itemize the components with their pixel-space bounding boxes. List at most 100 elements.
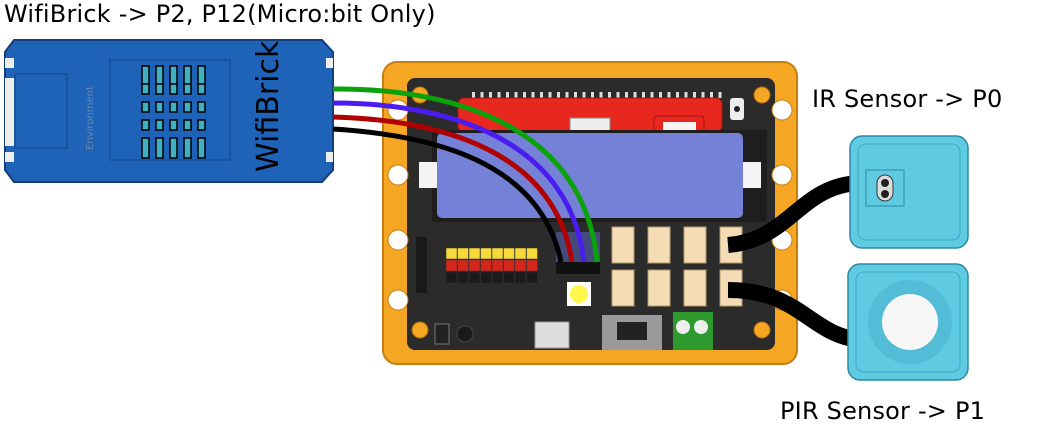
frame-hole bbox=[387, 229, 409, 251]
edge-pin bbox=[565, 92, 569, 98]
grille-slot bbox=[155, 119, 164, 131]
edge-pin bbox=[608, 92, 611, 98]
edge-pin bbox=[514, 92, 518, 98]
pir-sensor bbox=[847, 263, 969, 381]
wire-green bbox=[332, 86, 600, 263]
wire-blue bbox=[332, 100, 587, 263]
wifibrick-module: Environment WifiBrick bbox=[4, 39, 334, 183]
jst-connector[interactable] bbox=[647, 269, 671, 307]
io-pin bbox=[457, 271, 469, 284]
jst-connector[interactable] bbox=[611, 226, 635, 264]
grille-slot bbox=[197, 119, 206, 131]
edge-pin bbox=[582, 92, 586, 98]
grille-slot bbox=[169, 83, 178, 95]
edge-pin bbox=[531, 92, 535, 98]
edge-pin bbox=[557, 92, 560, 98]
grille-slot bbox=[141, 83, 150, 95]
jst-connector[interactable] bbox=[647, 226, 671, 264]
grille-slot bbox=[155, 65, 164, 87]
mount-hole bbox=[753, 86, 771, 104]
grille-slot bbox=[169, 119, 178, 131]
grille-slot bbox=[169, 65, 178, 87]
io-pin bbox=[468, 259, 481, 272]
edge-pin bbox=[523, 92, 526, 98]
io-pin bbox=[514, 259, 527, 272]
grille-slot bbox=[197, 137, 206, 159]
controller-board bbox=[382, 61, 798, 365]
edge-pin bbox=[591, 92, 594, 98]
edge-pin bbox=[701, 92, 705, 98]
io-pin bbox=[480, 271, 492, 284]
frame-hole bbox=[387, 164, 409, 186]
grille-slot bbox=[197, 83, 206, 95]
wire-red bbox=[332, 114, 575, 263]
jst-connector[interactable] bbox=[683, 226, 707, 264]
edge-pin bbox=[659, 92, 662, 98]
grille-slot bbox=[183, 65, 192, 87]
wifibrick-name: WifiBrick bbox=[251, 40, 286, 172]
frame-hole bbox=[387, 289, 409, 311]
grille-slot bbox=[183, 83, 192, 95]
mount-hole bbox=[411, 321, 429, 339]
grille-slot bbox=[169, 101, 178, 113]
io-pin bbox=[526, 259, 538, 272]
sensor-cables bbox=[727, 175, 862, 348]
edge-pin bbox=[718, 92, 722, 98]
edge-pin bbox=[548, 92, 552, 98]
io-pin bbox=[514, 247, 527, 260]
io-pin bbox=[468, 271, 481, 284]
io-pin bbox=[503, 247, 515, 260]
edge-pin bbox=[684, 92, 688, 98]
wifibrick-sublabel: Environment bbox=[85, 86, 96, 150]
io-pin bbox=[457, 247, 469, 260]
io-pin bbox=[445, 247, 458, 260]
edge-pin bbox=[489, 92, 492, 98]
wifibrick-label: WifiBrick -> P2, P12(Micro:bit Only) bbox=[4, 0, 436, 28]
grille-slot bbox=[155, 101, 164, 113]
ir-cable bbox=[727, 175, 861, 253]
edge-pin bbox=[599, 92, 603, 98]
edge-pin bbox=[480, 92, 484, 98]
io-pin bbox=[491, 271, 504, 284]
edge-pin bbox=[676, 92, 679, 98]
jst-connector[interactable] bbox=[683, 269, 707, 307]
io-pin bbox=[514, 271, 527, 284]
io-pin bbox=[468, 247, 481, 260]
edge-pin bbox=[650, 92, 654, 98]
grille-slot bbox=[183, 101, 192, 113]
io-pin bbox=[445, 271, 458, 284]
edge-pin bbox=[497, 92, 501, 98]
grille-slot bbox=[141, 137, 150, 159]
mount-hole bbox=[753, 321, 771, 339]
edge-pin bbox=[616, 92, 620, 98]
edge-pin bbox=[472, 92, 475, 98]
edge-pin bbox=[540, 92, 543, 98]
edge-pin bbox=[633, 92, 637, 98]
grille-slot bbox=[141, 119, 150, 131]
io-pin bbox=[445, 259, 458, 272]
edge-pin bbox=[574, 92, 577, 98]
pir-cable bbox=[727, 282, 862, 348]
io-pin bbox=[457, 259, 469, 272]
edge-pin bbox=[625, 92, 628, 98]
io-pin bbox=[491, 259, 504, 272]
edge-pin bbox=[506, 92, 509, 98]
battery bbox=[437, 133, 743, 218]
wifibrick-wires bbox=[332, 86, 600, 263]
sensor-grille bbox=[141, 65, 206, 159]
grille-slot bbox=[155, 83, 164, 95]
grille-slot bbox=[169, 137, 178, 159]
edge-pin bbox=[693, 92, 696, 98]
io-pin bbox=[491, 247, 504, 260]
io-pin bbox=[480, 247, 492, 260]
grille-slot bbox=[197, 65, 206, 87]
edge-pin bbox=[642, 92, 645, 98]
io-pin bbox=[503, 259, 515, 272]
grille-slot bbox=[141, 101, 150, 113]
frame-hole bbox=[771, 99, 793, 121]
ir-sensor bbox=[849, 135, 969, 249]
usb-port bbox=[534, 321, 570, 349]
pin-header-top bbox=[472, 92, 722, 98]
jst-connector[interactable] bbox=[611, 269, 635, 307]
